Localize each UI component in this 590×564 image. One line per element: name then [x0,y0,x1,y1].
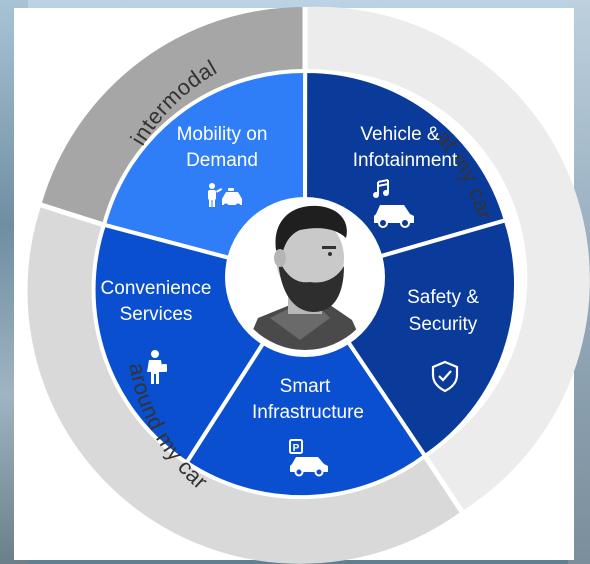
convenience-label-line1: Convenience [101,278,212,299]
safety-label-line1: Safety & [407,287,479,308]
mobility-label-line2: Demand [186,150,258,171]
car-music-icon [373,179,414,228]
smart-label-line2: Infrastructure [252,402,364,423]
vehicle-label-line2: Infotainment [353,150,458,171]
ring-divider [40,202,105,228]
svg-text:P: P [293,443,300,454]
ring-divider [422,454,465,514]
concierge-person-icon [147,350,167,384]
ring-at-my-car [305,6,590,512]
convenience-label-line2: Services [120,304,193,325]
person-taxi-icon [208,183,242,209]
mobility-label-line1: Mobility on [177,124,268,145]
smart-label-line1: Smart [280,376,331,397]
segment-smart-infrastructure[interactable] [183,274,428,500]
ring-around-my-car [27,205,462,564]
vehicle-label-line1: Vehicle & [360,124,440,145]
shield-check-icon [431,360,459,393]
safety-label-line2: Security [409,314,478,335]
parking-car-icon: P [289,439,328,477]
